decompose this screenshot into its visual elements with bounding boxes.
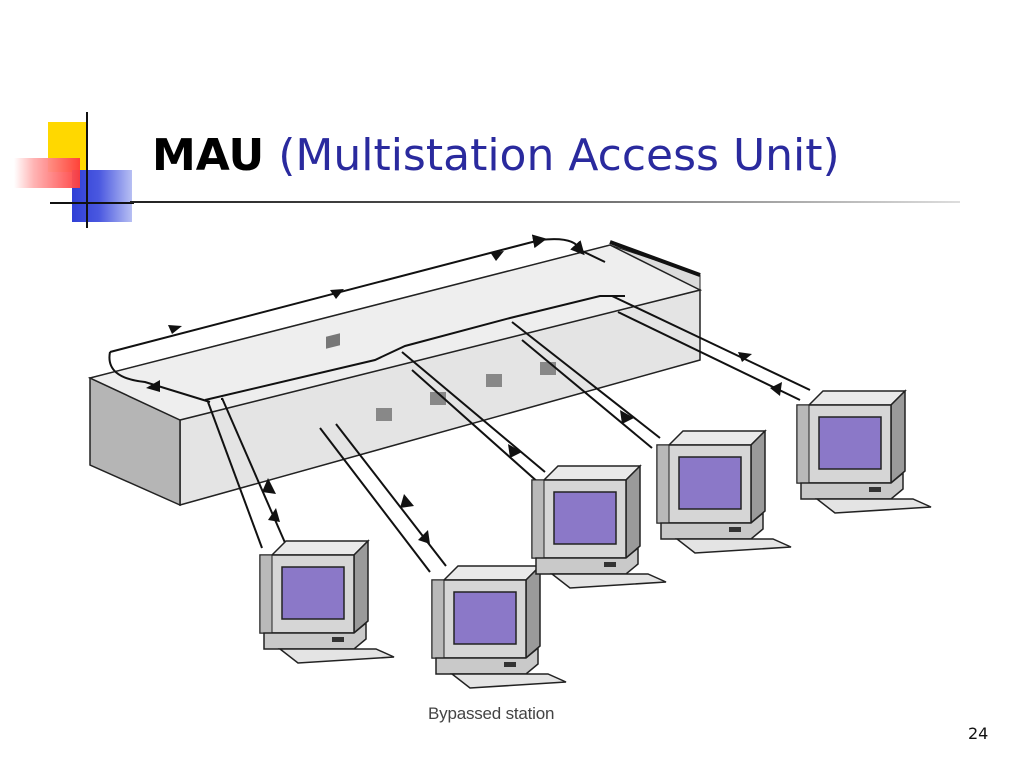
logo-vertical-line [86,112,88,228]
logo-horizontal-line [50,202,134,204]
title-abbreviation: MAU [152,130,265,181]
slide-title: MAU (Multistation Access Unit) [152,128,840,184]
title-expansion: (Multistation Access Unit) [278,130,840,181]
logo-blue-square [72,170,132,222]
page-number: 24 [968,724,989,743]
workstation-1 [259,540,395,664]
slide-logo [0,100,150,230]
mau-hub [87,240,703,507]
title-underline [130,201,960,203]
workstation-3 [531,465,667,589]
workstation-4 [656,430,792,554]
workstation-5 [796,390,932,514]
ring-arrows [146,251,504,392]
logo-red-bar [14,158,80,188]
workstation-bypassed [431,565,567,689]
bypassed-station-caption: Bypassed station [428,704,555,723]
lobe-arrows [262,352,782,544]
